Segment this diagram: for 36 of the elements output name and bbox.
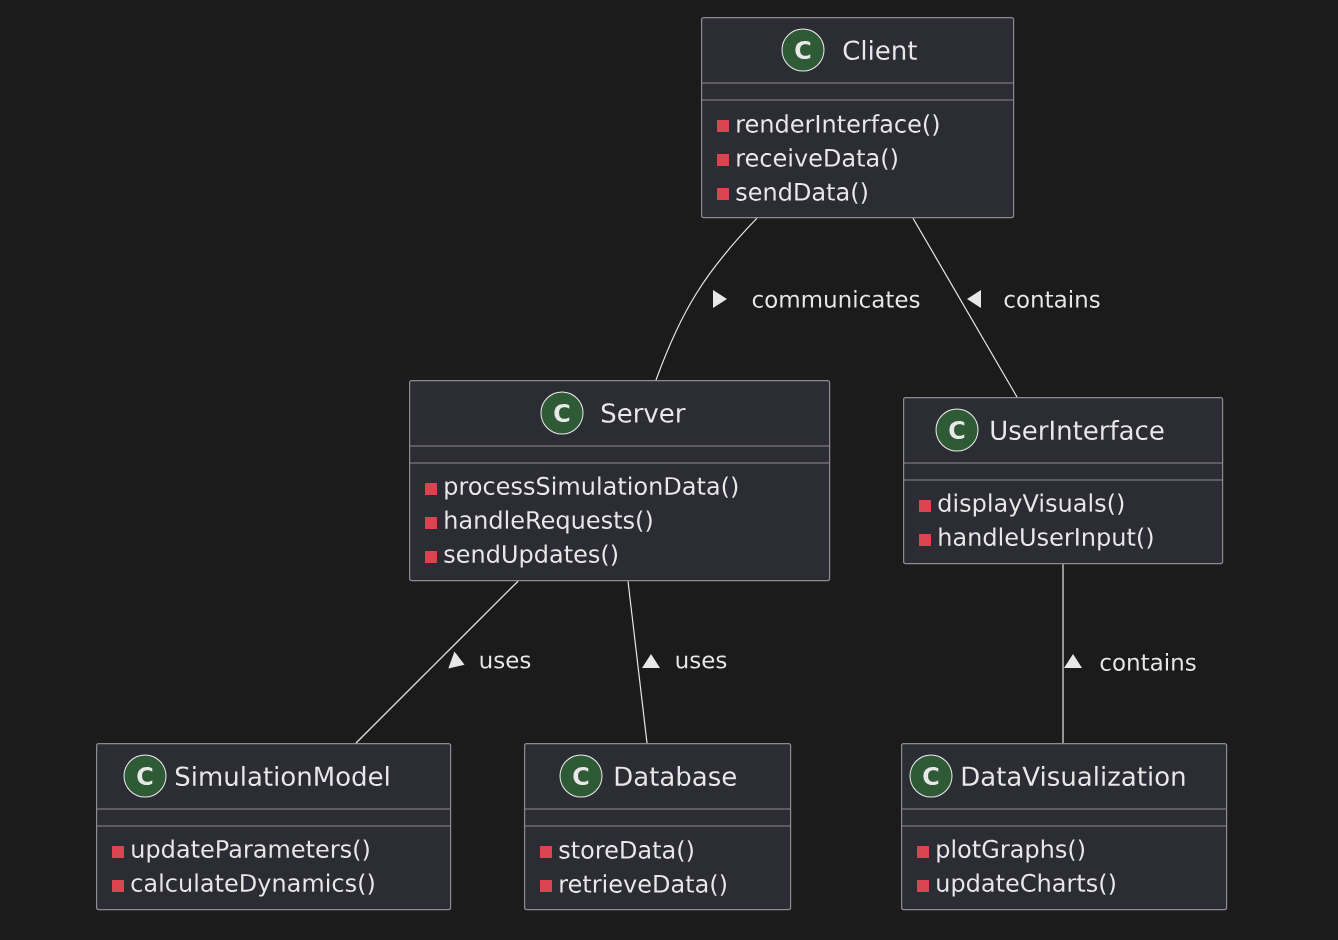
edge-label: communicates [752, 290, 920, 308]
method-name: updateParameters() [132, 839, 369, 863]
edge-label: contains [1100, 653, 1196, 671]
association-line [655, 217, 758, 381]
method-name: calculateDynamics() [131, 873, 374, 897]
class-box [902, 397, 1224, 565]
class-name: UserInterface [991, 419, 1164, 441]
class-name: DataVisualization [962, 765, 1185, 787]
method-name: storeData() [559, 840, 693, 862]
class-name: Database [615, 765, 736, 787]
method-name: retrieveData() [560, 874, 726, 896]
class-name: SimulationModel [175, 765, 389, 787]
method-name: renderInterface() [737, 114, 939, 136]
method-name: receiveData() [737, 148, 897, 170]
association-line [627, 580, 648, 744]
method-name: updateCharts() [937, 873, 1115, 897]
class-box [408, 380, 831, 582]
class-box [700, 17, 1015, 219]
class-name: Client [843, 39, 917, 61]
class-box [95, 743, 452, 911]
class-name: Server [601, 403, 686, 423]
class-box [900, 743, 1228, 911]
edge-label: uses [676, 655, 727, 669]
association-line [355, 580, 519, 744]
method-name: sendData() [736, 182, 867, 204]
edge-label: uses [480, 655, 531, 669]
method-name: processSimulationData() [445, 476, 738, 500]
method-name: handleUserInput() [939, 527, 1153, 551]
edge-label: contains [1004, 290, 1100, 308]
method-name: plotGraphs() [937, 839, 1084, 863]
method-name: handleRequests() [445, 510, 652, 534]
method-name: sendUpdates() [444, 544, 617, 568]
association-line [1062, 563, 1064, 744]
association-line [912, 217, 1018, 398]
method-name: displayVisuals() [938, 493, 1124, 517]
class-box [523, 743, 792, 911]
